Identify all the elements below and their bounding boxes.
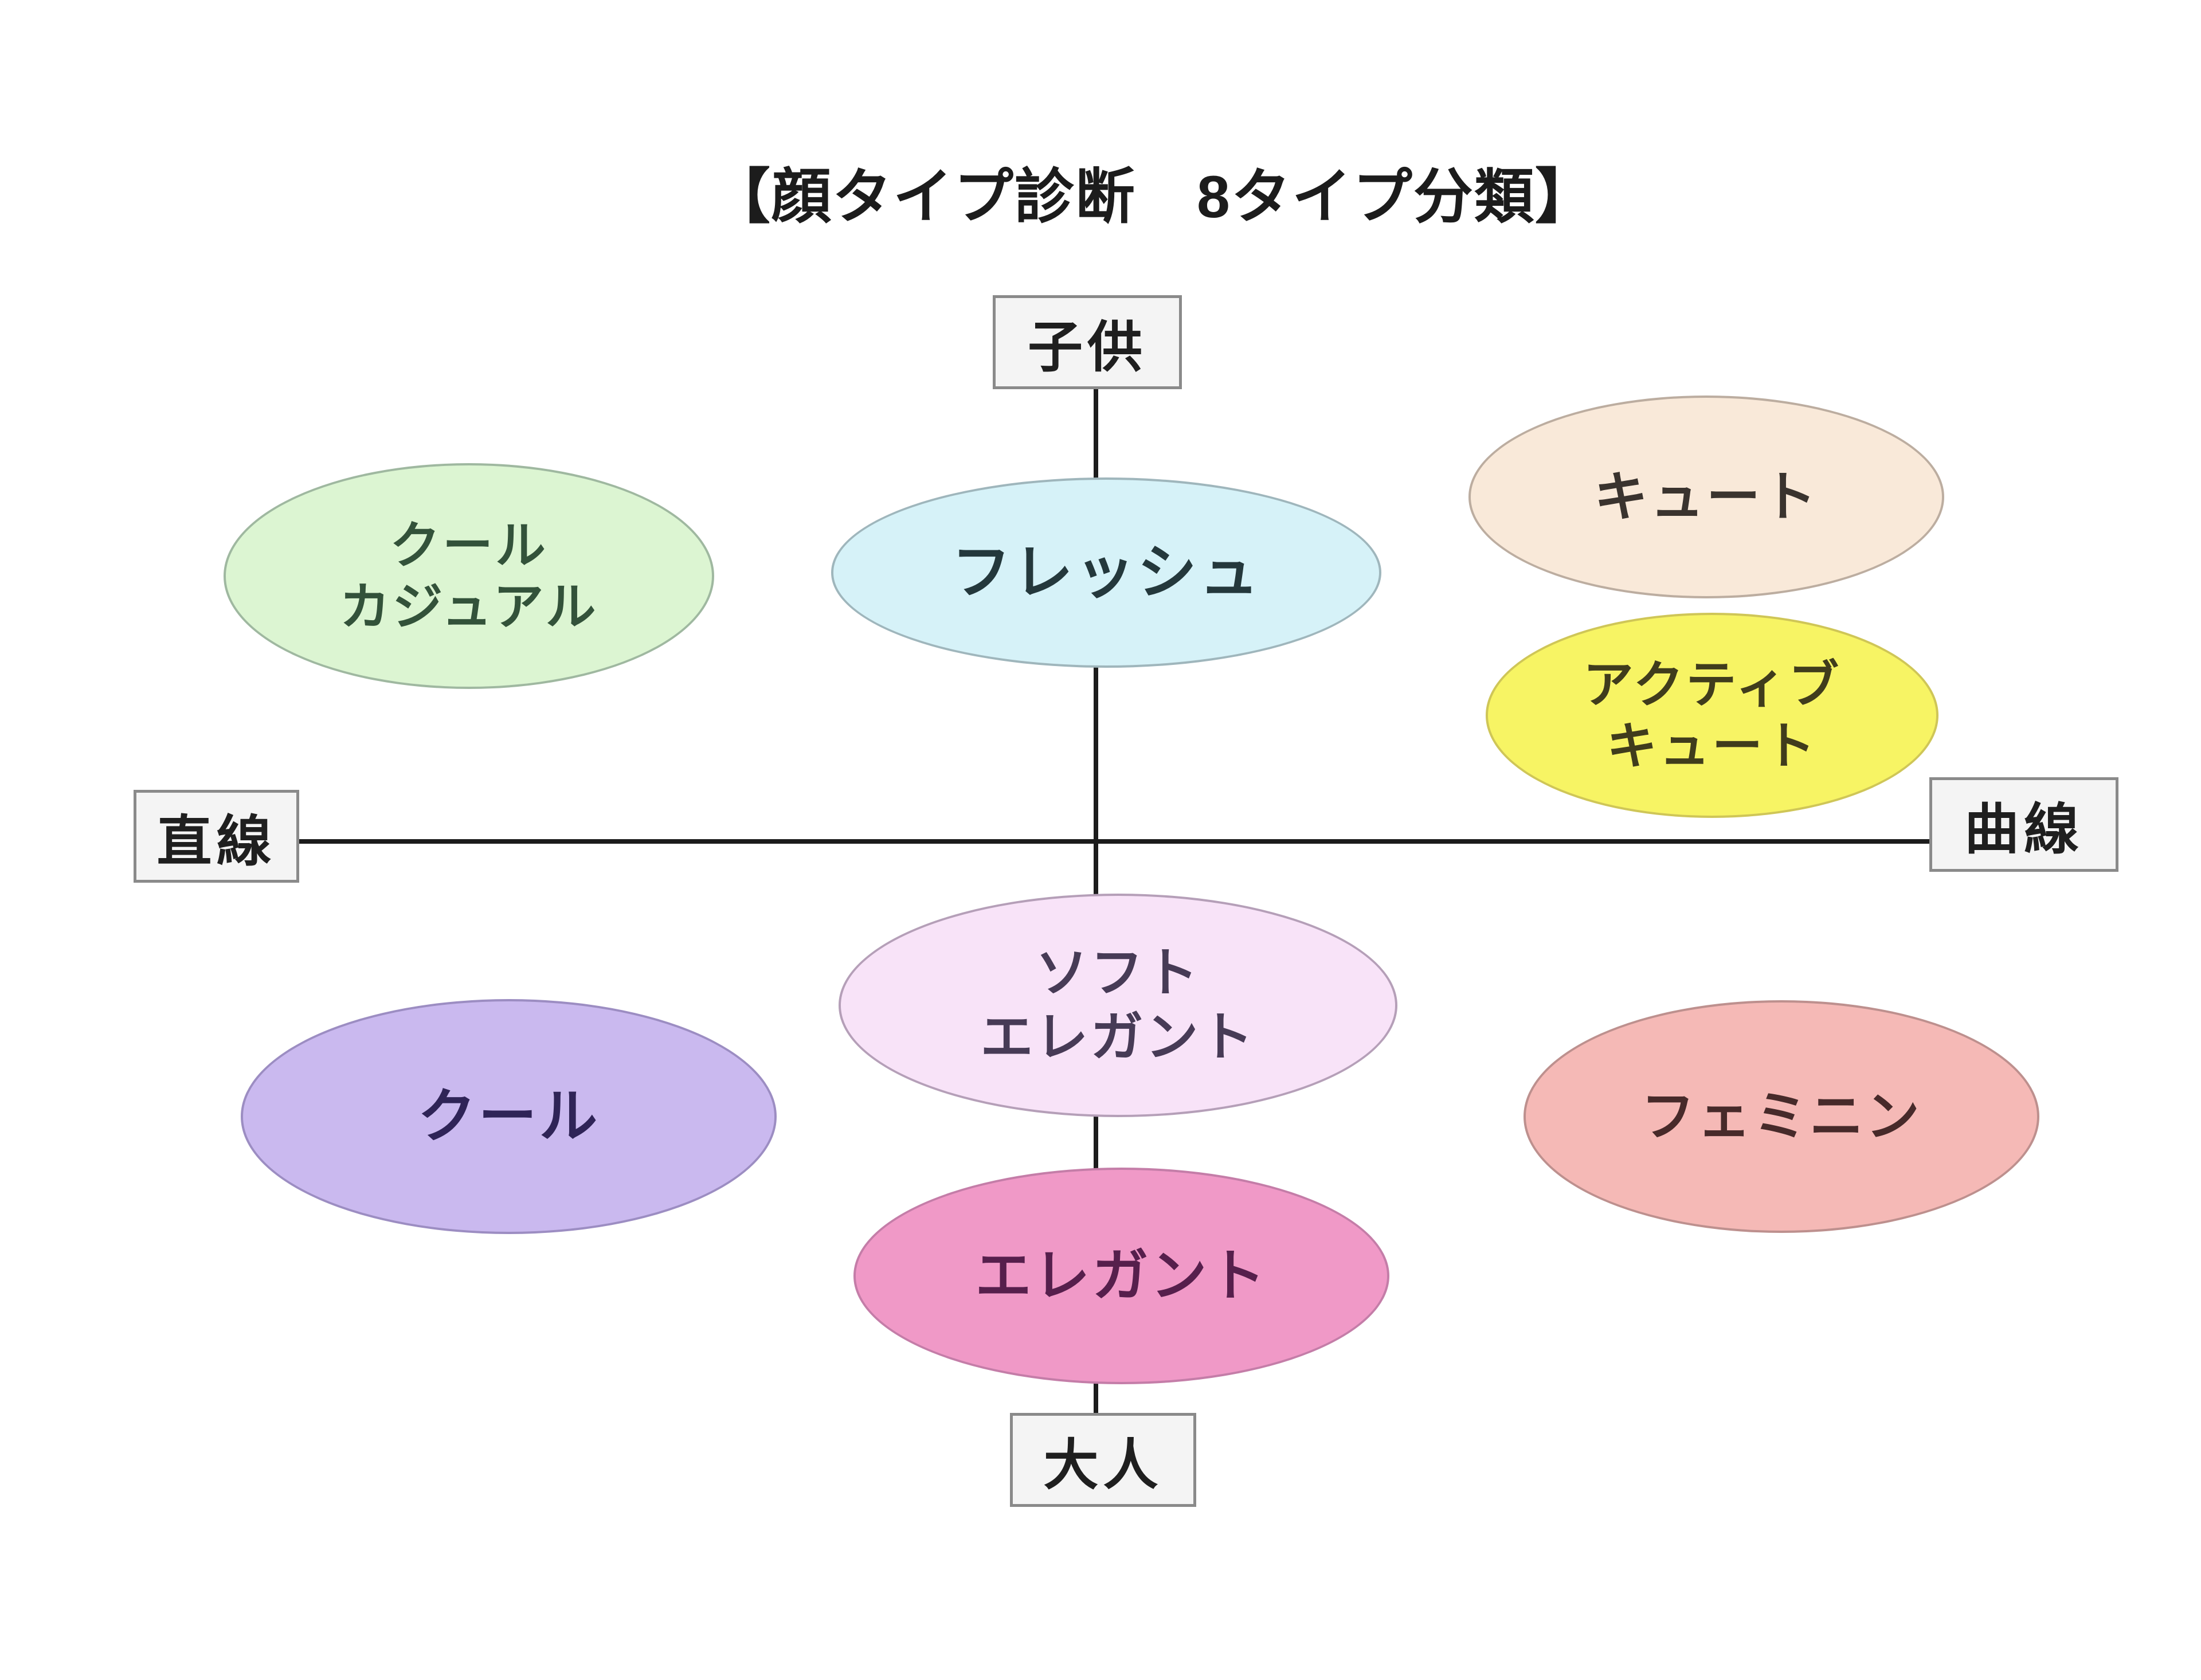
type-label: キュート — [1606, 718, 1818, 774]
type-label: カジュアル — [339, 578, 598, 635]
type-label: アクティブ — [1583, 656, 1842, 713]
type-label: エレガント — [975, 1244, 1268, 1307]
type-ellipse-soft-elegant: ソフト エレガント — [839, 894, 1397, 1117]
type-label: クール — [417, 1083, 600, 1149]
type-ellipse-elegant: エレガント — [853, 1168, 1389, 1384]
axis-label-curved-line: 曲線 — [1929, 777, 2118, 872]
axis-label-straight-line: 直線 — [134, 790, 299, 883]
axis-label-adult: 大人 — [1010, 1413, 1196, 1507]
type-ellipse-cool-casual: クール カジュアル — [224, 463, 714, 689]
diagram-title: 【顔タイプ診断 8タイプ分類】 — [711, 164, 1596, 230]
type-ellipse-active-cute: アクティブ キュート — [1486, 613, 1938, 818]
type-label: エレガント — [980, 1008, 1256, 1067]
type-label: フェミニン — [1640, 1086, 1922, 1146]
type-ellipse-feminine: フェミニン — [1524, 1000, 2039, 1233]
horizontal-axis-line — [297, 839, 1932, 844]
type-label: ソフト — [1035, 943, 1201, 1002]
type-label: フレッシュ — [951, 539, 1261, 606]
type-ellipse-cute: キュート — [1468, 395, 1944, 598]
axis-label-child: 子供 — [993, 295, 1182, 389]
type-label: キュート — [1593, 466, 1819, 527]
type-ellipse-cool: クール — [241, 999, 777, 1234]
type-label: クール — [389, 516, 548, 574]
type-ellipse-fresh: フレッシュ — [831, 477, 1381, 668]
